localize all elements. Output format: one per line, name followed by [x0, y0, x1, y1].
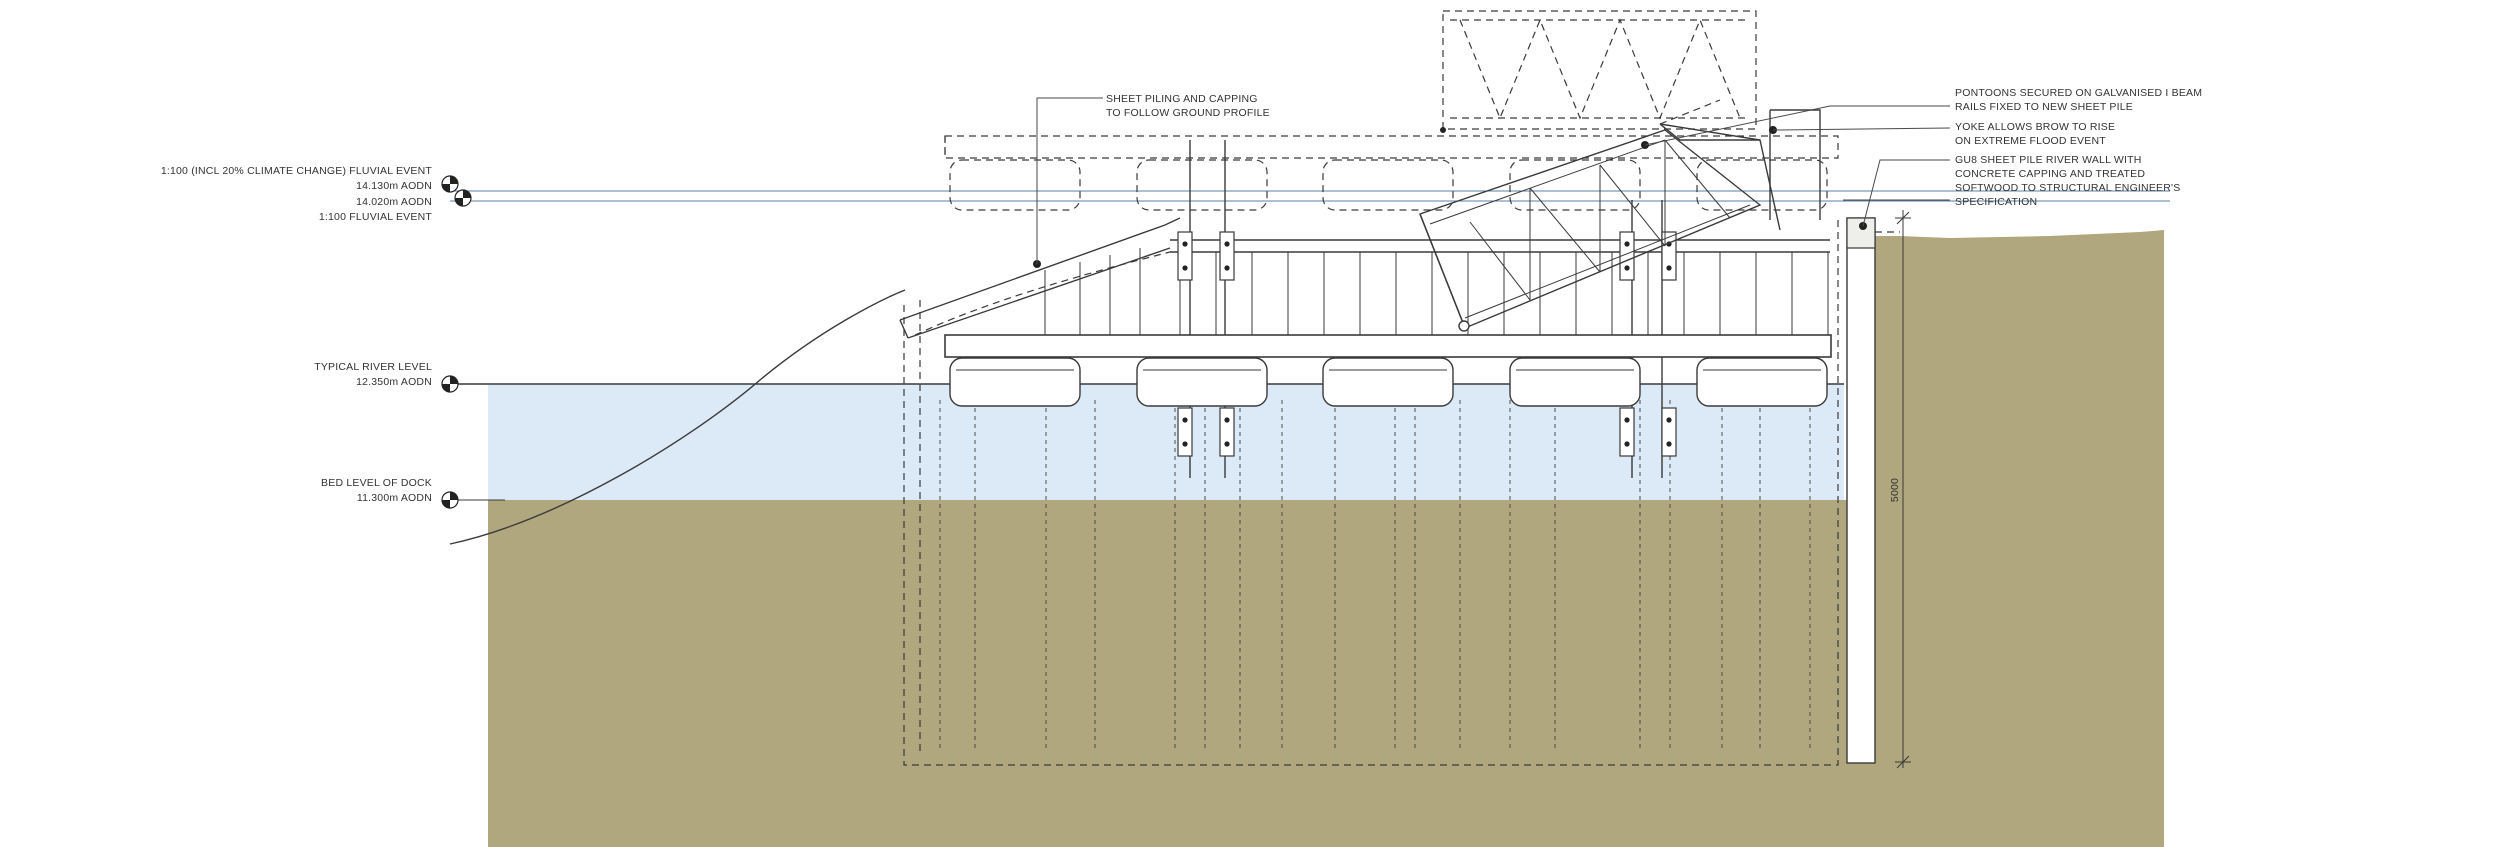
access-ramp: [899, 217, 1181, 339]
pontoon: [1136, 357, 1268, 407]
annotation-texts: SHEET PILING AND CAPPING TO FOLLOW GROUN…: [1106, 87, 2202, 208]
annotation-leaders: [1036, 97, 1951, 264]
bolt-icon: [1182, 441, 1188, 447]
sheet-pile-enclosure: [903, 220, 1839, 766]
river-wall: [1846, 217, 1900, 764]
bolt-icon: [1224, 265, 1230, 271]
pile-guide-bracket: [1177, 407, 1235, 457]
annotation-yoke-line-2: ON EXTREME FLOOD EVENT: [1955, 135, 2106, 147]
annotation-yoke-line-1: YOKE ALLOWS BROW TO RISE: [1955, 121, 2115, 133]
level-marker-icon: [441, 175, 459, 193]
river-bank-ground: [1852, 230, 2164, 847]
pontoon: [1509, 357, 1641, 407]
gangway-truss-raised: [1440, 10, 1757, 133]
annotation-sheet-piling-line-1: SHEET PILING AND CAPPING: [1106, 93, 1258, 105]
bolt-icon: [1624, 417, 1630, 423]
river-level-value: 12.350m AODN: [356, 376, 432, 388]
annotation-pontoons-line-1: PONTOONS SECURED ON GALVANISED I BEAM: [1955, 87, 2202, 99]
pile-guide-bracket: [1619, 407, 1677, 457]
annotation-pontoons-line-2: RAILS FIXED TO NEW SHEET PILE: [1955, 101, 2133, 113]
bolt-icon: [1224, 417, 1230, 423]
bolt-icon: [1624, 241, 1630, 247]
pontoon: [949, 357, 1081, 407]
bolt-icon: [1624, 265, 1630, 271]
bed-level-value: 11.300m AODN: [357, 492, 432, 504]
level-marker-icon: [441, 491, 459, 509]
gangway-truss: [1419, 129, 1762, 332]
pile-depth-dimension: 5000: [1889, 210, 1911, 769]
level-labels: 1:100 (INCL 20% CLIMATE CHANGE) FLUVIAL …: [161, 165, 433, 504]
bolt-icon: [1182, 265, 1188, 271]
flood-climate-label: 1:100 (INCL 20% CLIMATE CHANGE) FLUVIAL …: [161, 165, 433, 177]
bolt-icon: [1182, 417, 1188, 423]
level-marker-icon: [454, 189, 472, 207]
bed-level-label: BED LEVEL OF DOCK: [321, 477, 432, 489]
bolt-icon: [1666, 441, 1672, 447]
bolt-icon: [1224, 241, 1230, 247]
annotation-river-wall-line-1: GU8 SHEET PILE RIVER WALL WITH: [1955, 154, 2141, 166]
deck-flood-position: [944, 135, 1839, 159]
flood-fluvial-label: 1:100 FLUVIAL EVENT: [319, 211, 433, 223]
annotation-river-wall-line-3: SOFTWOOD TO STRUCTURAL ENGINEER'S: [1955, 182, 2180, 194]
annotation-sheet-piling-line-2: TO FOLLOW GROUND PROFILE: [1106, 107, 1270, 119]
pontoon-raised: [1322, 159, 1454, 211]
level-marker-icon: [441, 375, 459, 393]
flood-climate-value: 14.130m AODN: [356, 180, 432, 192]
pile-guide-bracket: [1177, 231, 1235, 281]
pontoon-raised: [949, 159, 1081, 211]
annotation-river-wall-line-2: CONCRETE CAPPING AND TREATED: [1955, 168, 2145, 180]
pontoons-flood-position: [949, 159, 1828, 211]
main-deck: [944, 334, 1832, 358]
pontoon-raised: [1509, 159, 1641, 211]
pontoon: [1322, 357, 1454, 407]
bolt-icon: [1182, 241, 1188, 247]
pontoon-raised: [1696, 159, 1828, 211]
yoke-frame: [1641, 99, 1821, 231]
bolt-icon: [1666, 265, 1672, 271]
bolt-icon: [1666, 417, 1672, 423]
pontoon-raised: [1136, 159, 1268, 211]
handrail: [1170, 239, 1830, 335]
river-level-label: TYPICAL RIVER LEVEL: [314, 361, 432, 373]
level-markers: [441, 175, 472, 509]
terrain: [449, 230, 2164, 847]
pile-depth-value: 5000: [1889, 478, 1901, 502]
pontoon: [1696, 357, 1828, 407]
bolt-icon: [1224, 441, 1230, 447]
flood-fluvial-value: 14.020m AODN: [356, 196, 432, 208]
left-bank-slope: [449, 289, 906, 545]
annotation-river-wall-line-4: SPECIFICATION: [1955, 196, 2037, 208]
pontoons-normal-position: [949, 357, 1828, 407]
bolt-icon: [1624, 441, 1630, 447]
